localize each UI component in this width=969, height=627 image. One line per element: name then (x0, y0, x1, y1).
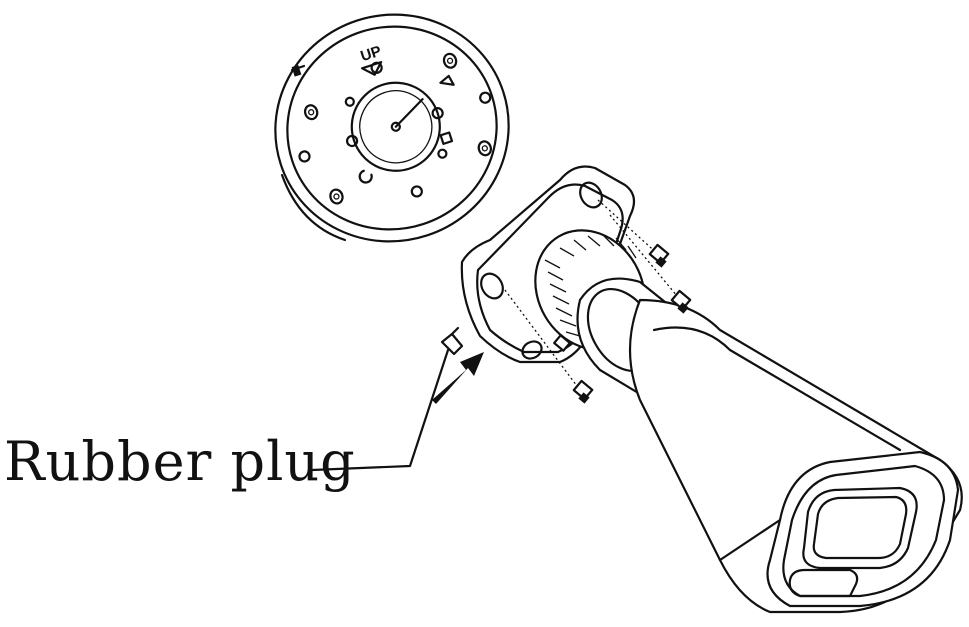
rubber-plug-label: Rubber plug (4, 430, 356, 493)
screw-2 (670, 289, 692, 314)
callout-leader-line (310, 348, 450, 472)
insert-arrow (432, 352, 484, 404)
mounting-plate (274, 13, 510, 243)
mounting-screws (504, 199, 692, 404)
screw-1 (648, 243, 670, 268)
plate-edge (280, 173, 347, 242)
camera-assembly (460, 165, 963, 614)
screw-3 (572, 379, 594, 404)
screw-4 (553, 334, 571, 352)
knurled-ring (544, 233, 637, 337)
up-orientation-mark: UP (358, 43, 383, 66)
rubber-plug (440, 326, 464, 356)
